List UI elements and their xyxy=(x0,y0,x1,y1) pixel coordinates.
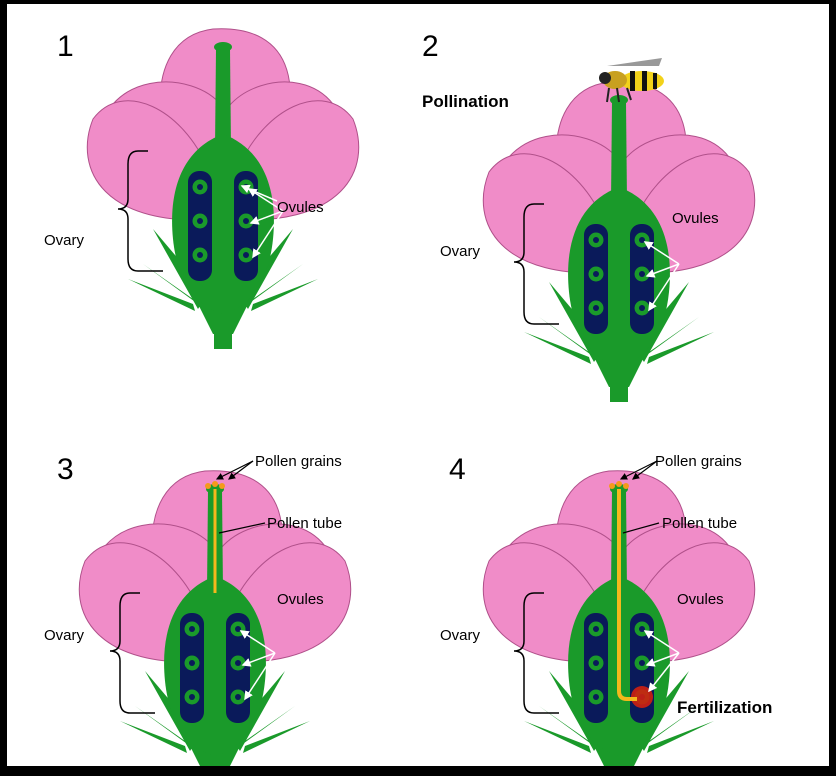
panel-number: 3 xyxy=(57,453,74,486)
panel-2: 2 Pollination xyxy=(422,30,755,402)
panel-number: 4 xyxy=(449,453,466,486)
ovules-label: Ovules xyxy=(672,210,719,227)
pollen-tube-label: Pollen tube xyxy=(662,515,737,532)
panel-4: 4 xyxy=(440,453,772,766)
fertilization-label: Fertilization xyxy=(677,698,772,717)
ovary-label: Ovary xyxy=(44,232,85,249)
panel-number: 2 xyxy=(422,30,439,63)
ovary-label: Ovary xyxy=(440,243,481,260)
pollen-grains-label: Pollen grains xyxy=(655,453,742,470)
pollination-label: Pollination xyxy=(422,92,509,111)
pollen-grains-label: Pollen grains xyxy=(255,453,342,470)
flower-diagram: 1 Ovules Ovary 2 Pollination xyxy=(7,4,829,766)
panel-1: 1 Ovules Ovary xyxy=(44,29,359,349)
ovules-label: Ovules xyxy=(677,591,724,608)
ovary-label: Ovary xyxy=(440,627,481,644)
ovules-label: Ovules xyxy=(277,591,324,608)
panel-number: 1 xyxy=(57,30,74,63)
ovary-label: Ovary xyxy=(44,627,85,644)
panel-3: 3 xyxy=(44,453,351,766)
ovules-label: Ovules xyxy=(277,199,324,216)
pollen-tube-label: Pollen tube xyxy=(267,515,342,532)
diagram-canvas: 1 Ovules Ovary 2 Pollination xyxy=(7,4,829,766)
